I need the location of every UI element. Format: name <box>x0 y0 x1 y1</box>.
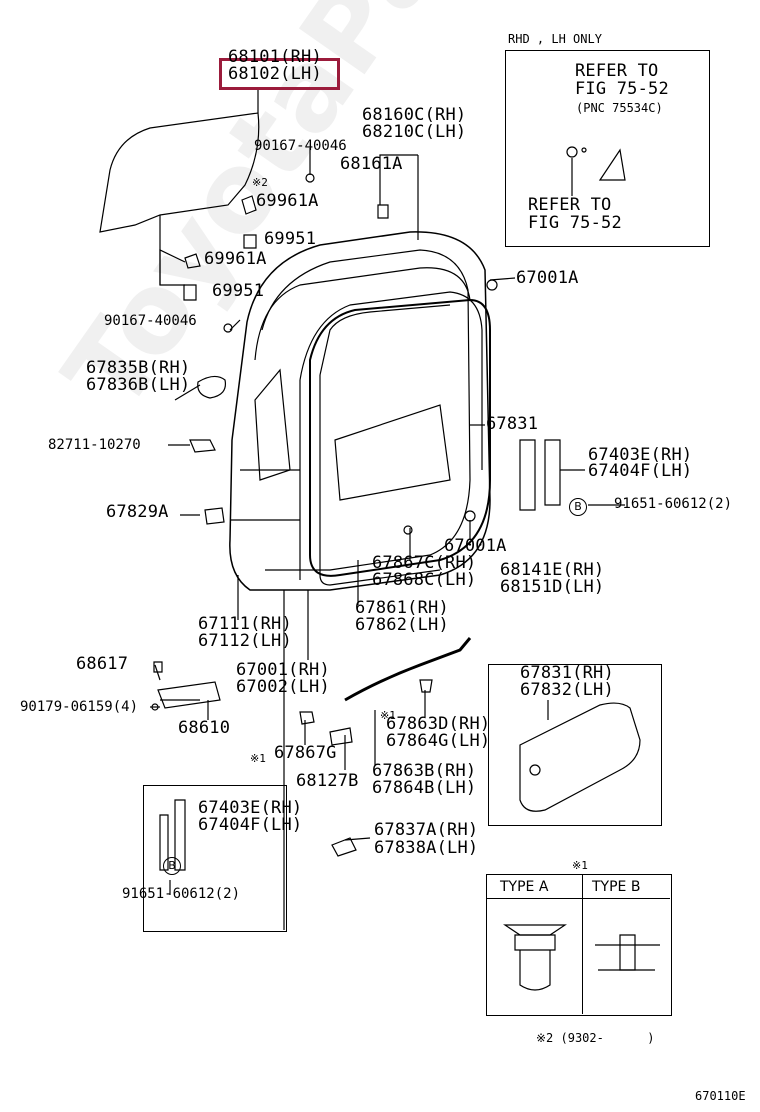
part-label: 69951 <box>264 229 317 249</box>
part-label: 69961A <box>256 191 319 211</box>
footnote: ※2 (9302- ) <box>536 1031 655 1045</box>
inset-refer1-line3: (PNC 75534C) <box>576 101 663 115</box>
part-label: 67837A(RH) <box>374 820 479 840</box>
part-label: 67404F(LH) <box>198 815 303 835</box>
run-channel-inset <box>143 785 287 932</box>
part-label: 67867C(RH) <box>372 553 477 573</box>
part-label: 67862(LH) <box>355 615 449 635</box>
rhd-lh-only-inset <box>505 50 710 247</box>
part-label: 67868C(LH) <box>372 570 477 590</box>
figure-code: 670110E <box>695 1089 746 1103</box>
part-label: 67836B(LH) <box>86 375 191 395</box>
part-label: 67403E(RH) <box>198 798 303 818</box>
part-label: 69961A <box>204 249 267 269</box>
part-label: 68141E(RH) <box>500 560 605 580</box>
part-label: 67829A <box>106 502 169 522</box>
clip-type-header-divider <box>486 898 670 899</box>
part-label: 67001A <box>516 268 579 288</box>
part-label: 67867G <box>274 743 337 763</box>
door-panel <box>229 231 491 591</box>
part-label: 67001(RH) <box>236 660 330 680</box>
type-b-header: TYPE B <box>592 879 641 895</box>
part-label-highlighted: 68102(LH) <box>228 64 322 84</box>
inset-refer1-line1: REFER TO <box>575 61 659 81</box>
part-label: 67864G(LH) <box>386 731 491 751</box>
part-label: 91651-60612(2) <box>614 496 733 512</box>
footnote-mark: ※1 <box>380 709 396 722</box>
door-trim-inset <box>488 664 662 826</box>
part-label: 67831 <box>486 414 539 434</box>
door-trim-panel <box>519 702 641 812</box>
part-label: 67112(LH) <box>198 631 292 651</box>
part-label: 68151D(LH) <box>500 577 605 597</box>
part-label: 68127B <box>296 771 359 791</box>
type-a-header: TYPE A <box>500 879 549 895</box>
part-label: 67832(LH) <box>520 680 614 700</box>
footnote-mark: ※2 <box>252 176 268 189</box>
part-label: 68160C(RH) <box>362 105 467 125</box>
clip-type-table <box>486 874 672 1016</box>
inset-refer2-line1: REFER TO <box>528 195 612 215</box>
part-label: 67404F(LH) <box>588 461 693 481</box>
part-label: 91651-60612(2) <box>122 886 241 902</box>
part-label: 67863B(RH) <box>372 761 477 781</box>
part-label: 90179-06159(4) <box>20 699 139 715</box>
part-label: 67831(RH) <box>520 663 614 683</box>
clip-type-column-divider <box>582 874 583 1014</box>
part-label: 68617 <box>76 654 129 674</box>
part-label: 68610 <box>178 718 231 738</box>
inset-refer1-line2: FIG 75-52 <box>575 79 669 99</box>
part-label: 69951 <box>212 281 265 301</box>
part-label: 68210C(LH) <box>362 122 467 142</box>
lower-weatherstrip <box>344 637 472 702</box>
part-label: 67838A(LH) <box>374 838 479 858</box>
footnote-mark: ※1 <box>572 859 588 872</box>
circle-b-marker: B <box>163 857 181 875</box>
part-label: 82711-10270 <box>48 437 141 453</box>
part-label: 90167-40046 <box>254 138 347 154</box>
part-label: 67864B(LH) <box>372 778 477 798</box>
window-frame <box>254 267 471 361</box>
weatherstrip <box>309 298 491 577</box>
part-label: 68161A <box>340 154 403 174</box>
part-label: 67863D(RH) <box>386 714 491 734</box>
door-glass <box>99 112 260 233</box>
part-label: 68101(RH) <box>228 47 322 67</box>
inset-refer2-line2: FIG 75-52 <box>528 213 622 233</box>
part-label: 67861(RH) <box>355 598 449 618</box>
part-label: 67111(RH) <box>198 614 292 634</box>
part-label: 67835B(RH) <box>86 358 191 378</box>
part-label: 67403E(RH) <box>588 445 693 465</box>
part-label: 67001A <box>444 536 507 556</box>
circle-b-marker: B <box>569 498 587 516</box>
highlighted-part-frame <box>219 58 340 90</box>
part-label: 67002(LH) <box>236 677 330 697</box>
part-label: 90167-40046 <box>104 313 197 329</box>
inset-title: RHD , LH ONLY <box>508 32 602 46</box>
footnote-mark: ※1 <box>250 752 266 765</box>
